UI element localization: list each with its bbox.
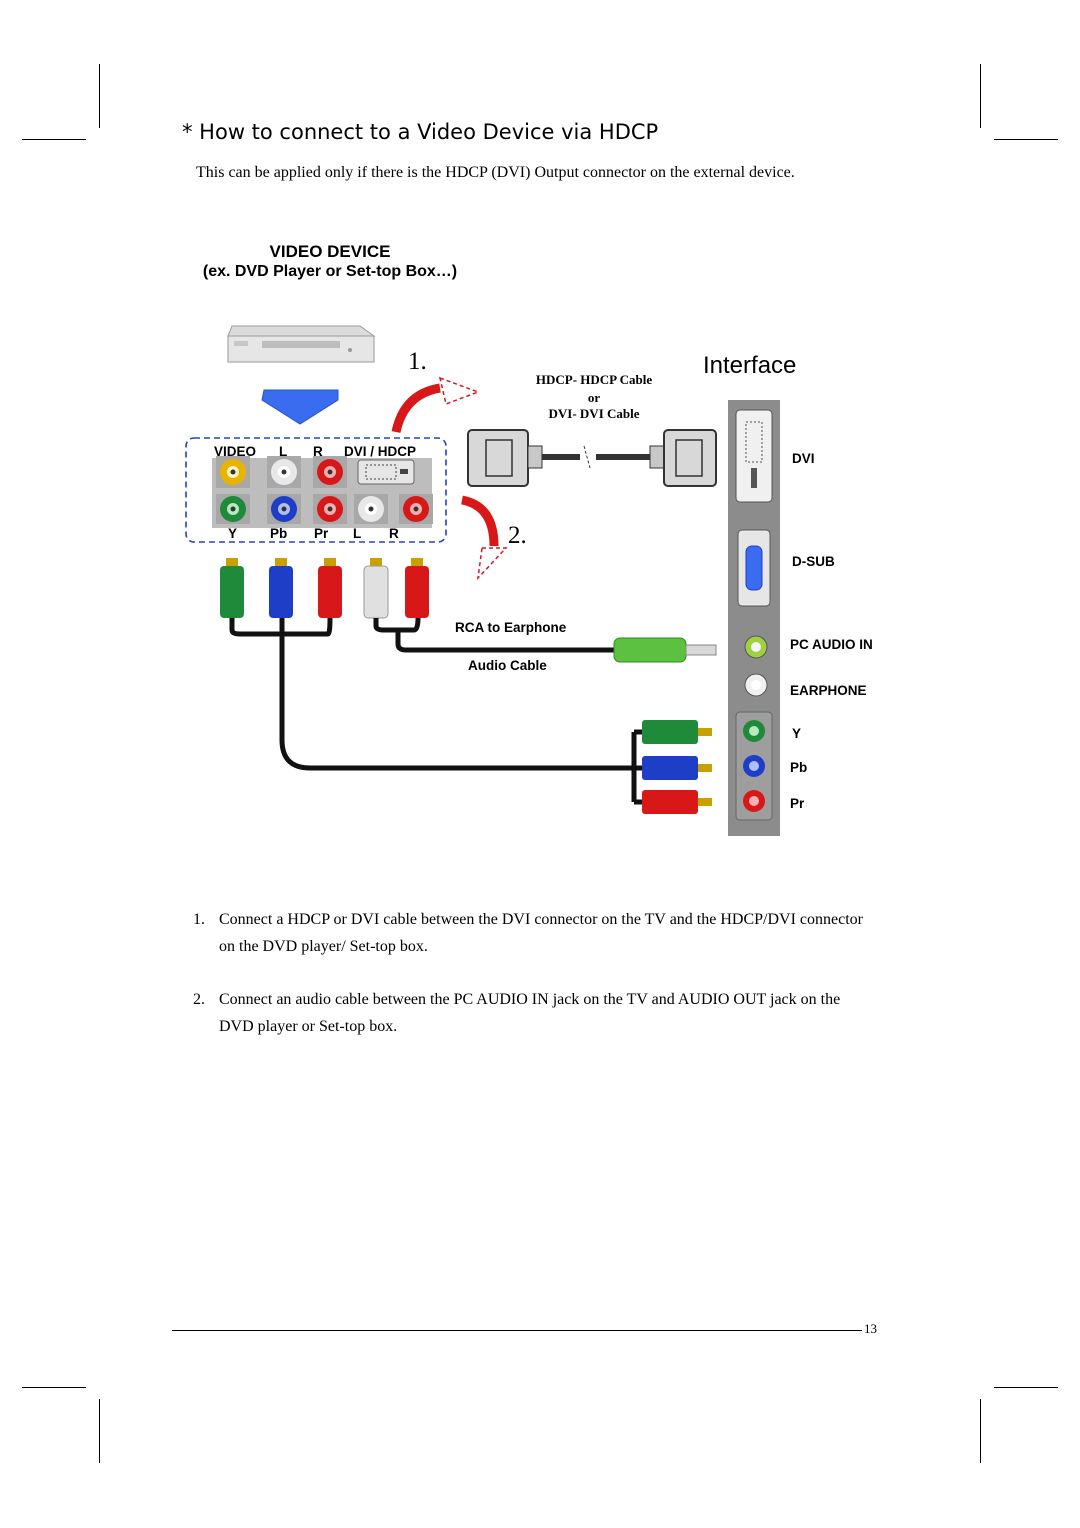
audio-cable-label-2: Audio Cable [468, 658, 547, 673]
tv-pb-jack [743, 755, 765, 777]
page-number: 13 [864, 1321, 877, 1336]
device-subtitle: (ex. DVD Player or Set-top Box…) [202, 263, 458, 280]
footer-rule [172, 1330, 862, 1331]
dvi-cable-label: HDCP- HDCP Cable [535, 372, 653, 387]
tv-plug-blue [642, 756, 712, 780]
panel-label-video: VIDEO [214, 444, 257, 459]
tv-earphone-jack [744, 673, 768, 697]
tv-pc-audio-jack [744, 635, 768, 659]
rca-plug-white [363, 558, 389, 619]
tv-label-earphone: EARPHONE [790, 683, 867, 698]
tv-label-pr: Pr [790, 796, 805, 811]
jack-video-yellow [216, 456, 250, 488]
dvi-cable-alt-label: DVI- DVI Cable [548, 406, 640, 421]
panel-label-y: Y [228, 526, 238, 541]
jack-pb-blue [267, 494, 301, 524]
step2-marker: 2. [508, 522, 527, 549]
panel-label-out-r: R [389, 526, 399, 541]
crop-mark [22, 139, 86, 140]
rca-plug-red-2 [405, 558, 429, 618]
connection-diagram [185, 325, 780, 836]
crop-mark [994, 1387, 1058, 1388]
audio-cable [373, 617, 616, 653]
interface-label: Interface [703, 352, 797, 379]
device-jack-panel [185, 437, 447, 543]
crop-mark [99, 1399, 100, 1463]
jack-y-green [216, 494, 250, 524]
step1-marker: 1. [408, 348, 427, 375]
panel-label-pr: Pr [314, 526, 329, 541]
tv-label-dsub: D-SUB [792, 554, 835, 569]
panel-label-out-l: L [353, 526, 362, 541]
intro-text: This can be applied only if there is the… [196, 164, 795, 181]
rca-plug-red [318, 558, 342, 618]
jack-audio-out-l-white [354, 494, 388, 524]
tv-plug-red [642, 790, 712, 814]
tv-label-pc-audio-in: PC AUDIO IN [790, 637, 873, 652]
instruction-text: Connect a HDCP or DVI cable between the … [219, 911, 863, 955]
tv-plug-green [642, 720, 712, 744]
step2-arrow-icon [460, 495, 499, 547]
dvi-cable-or: or [587, 390, 601, 405]
rca-plug-blue [269, 558, 293, 618]
tv-y-jack [743, 720, 765, 742]
audio-cable-label: RCA to Earphone [455, 620, 567, 635]
crop-mark [22, 1387, 86, 1388]
step1-arrow-icon [391, 383, 441, 434]
jack-audio-out-r-red [399, 494, 433, 524]
page-title: * How to connect to a Video Device via H… [182, 120, 659, 144]
tv-label-y: Y [792, 726, 802, 741]
jack-audio-r-red [313, 456, 347, 488]
panel-label-pb: Pb [270, 526, 288, 541]
tv-label-pb: Pb [790, 760, 808, 775]
tv-dsub-port [737, 529, 771, 607]
rca-plug-green [220, 558, 244, 618]
crop-mark [980, 64, 981, 128]
device-title: VIDEO DEVICE [269, 242, 391, 261]
crop-mark [994, 139, 1058, 140]
panel-label-r: R [313, 444, 323, 459]
instruction-number: 2. [193, 991, 205, 1008]
jack-dvi-hdcp [357, 459, 415, 485]
panel-label-l: L [279, 444, 288, 459]
instruction-text: Connect an audio cable between the PC AU… [219, 991, 841, 1035]
tv-pr-jack [743, 790, 765, 812]
earphone-plug [613, 637, 717, 663]
tv-dvi-port [735, 409, 773, 503]
dvd-player-image [227, 325, 376, 363]
tv-label-dvi: DVI [792, 451, 815, 466]
down-arrow-icon [261, 389, 339, 425]
instruction-number: 1. [193, 911, 205, 928]
jack-pr-red [313, 494, 347, 524]
panel-label-dvi-hdcp: DVI / HDCP [344, 444, 417, 459]
crop-mark [980, 1399, 981, 1463]
jack-audio-l-white [267, 456, 301, 488]
crop-mark [99, 64, 100, 128]
dvi-cable [467, 429, 717, 487]
component-cable [229, 617, 634, 771]
